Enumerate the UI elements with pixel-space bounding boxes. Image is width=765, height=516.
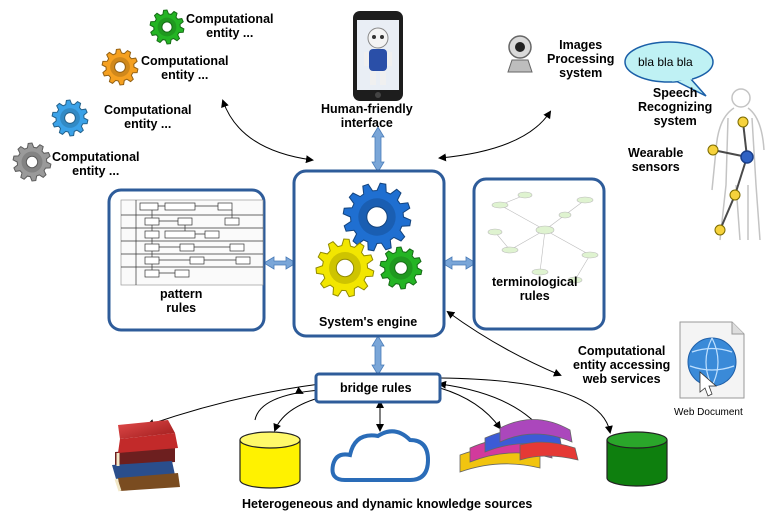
wearable-sensors-label: Wearable sensors	[628, 146, 684, 174]
database-yellow-icon	[239, 431, 301, 489]
cloud-icon	[330, 429, 431, 482]
terminological-rules-label: terminological rules	[492, 275, 578, 303]
books-stack-icon	[112, 420, 180, 492]
entity-label-3: Computational entity ...	[104, 103, 192, 131]
interface-label: Human-friendly interface	[321, 102, 413, 130]
entity-label-2: Computational entity ...	[141, 54, 229, 82]
open-books-icon	[459, 419, 579, 473]
flowchart-thumbnail-icon	[120, 199, 264, 286]
human-body-sensors-icon	[707, 88, 765, 241]
speech-bubble-icon	[624, 41, 714, 97]
speech-bubble-text: bla bla bla	[638, 55, 693, 69]
speech-recognizing-label: Speech Recognizing system	[638, 86, 713, 128]
box-connectors	[263, 126, 477, 376]
connector-arrows	[146, 99, 613, 440]
gear-blue-large-icon	[342, 182, 412, 252]
gear-yellow-large-icon	[315, 238, 375, 298]
gear-orange-small-icon	[101, 48, 139, 86]
bridge-rules-label: bridge rules	[340, 381, 412, 395]
webcam-icon	[507, 35, 533, 73]
gear-blue-small-icon	[51, 99, 89, 137]
images-processing-label: Images Processing system	[547, 38, 615, 80]
web-services-label: Computational entity accessing web servi…	[573, 344, 671, 386]
phone-robot-icon	[353, 11, 403, 101]
entity-label-4: Computational entity ...	[52, 150, 140, 178]
system-engine-box	[292, 169, 446, 338]
pattern-rules-label: pattern rules	[160, 287, 203, 315]
gear-green-small-icon	[149, 9, 185, 45]
footer-label: Heterogeneous and dynamic knowledge sour…	[242, 497, 533, 511]
database-green-icon	[606, 431, 668, 487]
web-document-label: Web Document	[674, 407, 743, 418]
web-document-icon	[679, 321, 745, 399]
entity-label-1: Computational entity ...	[186, 12, 274, 40]
terminological-rules-box	[472, 177, 606, 331]
system-engine-label: System's engine	[319, 315, 418, 329]
ontology-graph-thumbnail-icon	[487, 191, 599, 284]
gear-gray-small-icon	[12, 142, 52, 182]
bridge-rules-box	[314, 372, 442, 404]
gear-green-large-icon	[379, 246, 423, 290]
